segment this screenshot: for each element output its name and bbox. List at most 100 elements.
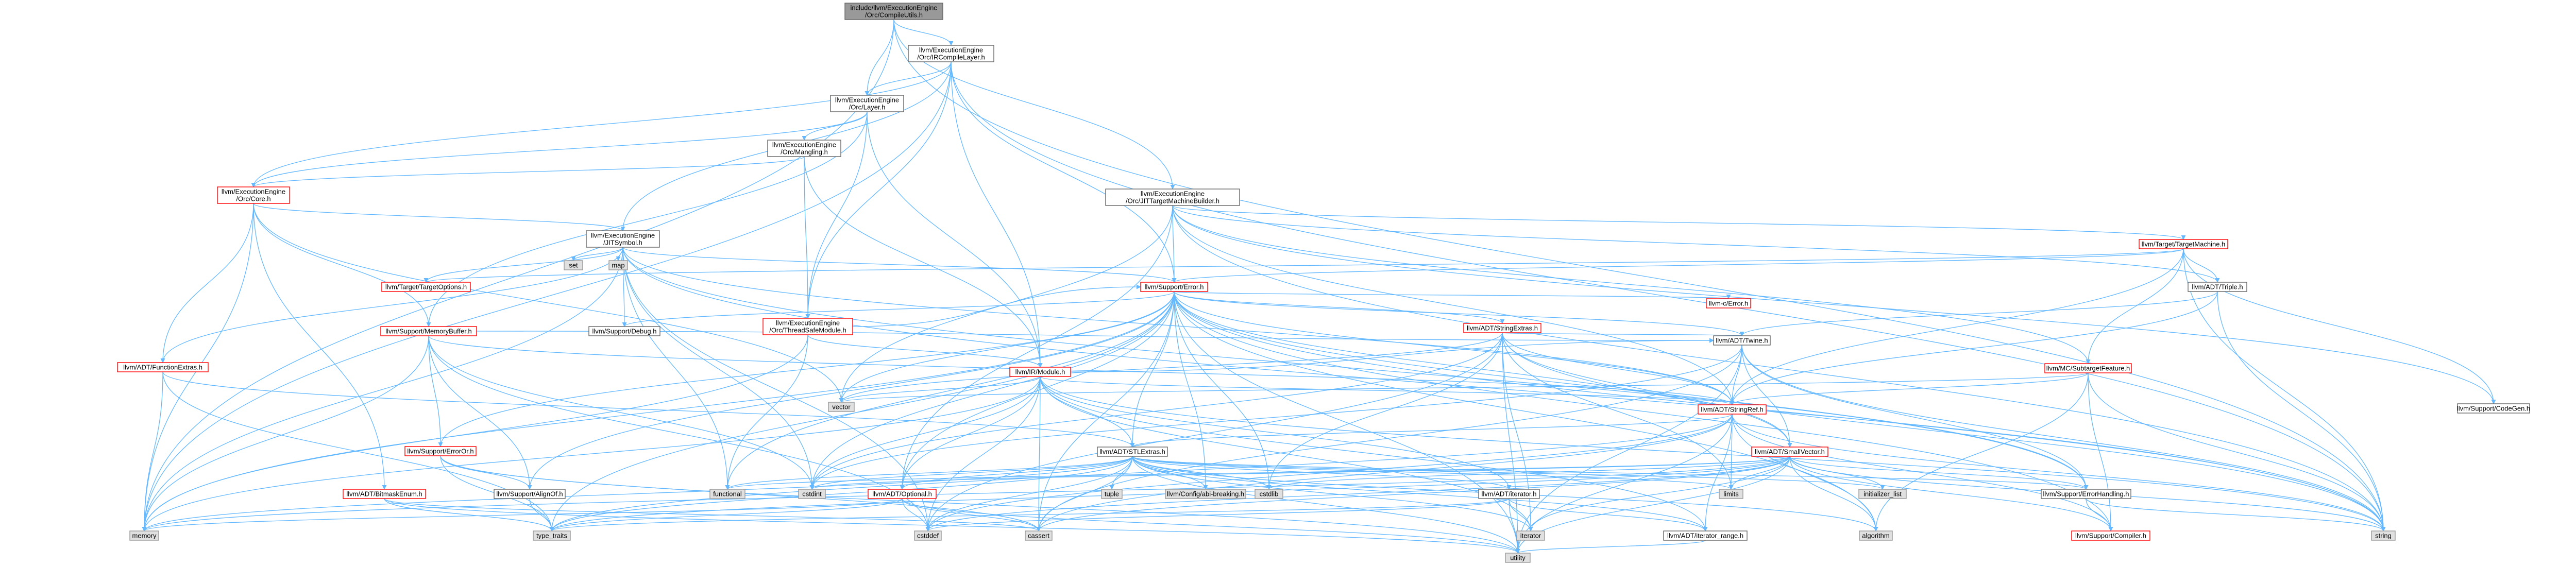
edge-ttm-to-string bbox=[2183, 248, 2386, 531]
edge-jitsym-to-tto bbox=[423, 247, 623, 283]
node-memory[interactable]: memory bbox=[129, 530, 159, 541]
node-llvm-adt-triple-h[interactable]: llvm/ADT/Triple.h bbox=[2188, 282, 2247, 292]
node-label: /Orc/CompileUtils.h bbox=[865, 11, 923, 19]
node-box bbox=[564, 260, 583, 270]
node-llvm-support-erroror-h[interactable]: llvm/Support/ErrorOr.h bbox=[404, 446, 477, 456]
edge-layer-to-mangling bbox=[802, 111, 868, 141]
edge-error-to-smallvec bbox=[1174, 291, 1792, 448]
node-box bbox=[828, 402, 855, 412]
node-llvm-adt-iterator-range-h[interactable]: llvm/ADT/iterator_range.h bbox=[1663, 530, 1748, 541]
node-type-traits[interactable]: type_traits bbox=[533, 530, 571, 541]
node-llvm-ir-module-h[interactable]: llvm/IR/Module.h bbox=[1009, 367, 1071, 377]
node-llvm-adt-stringref-h[interactable]: llvm/ADT/StringRef.h bbox=[1698, 404, 1767, 415]
node-initializer-list[interactable]: initializer_list bbox=[1858, 489, 1907, 499]
node-llvm-support-compiler-h[interactable]: llvm/Support/Compiler.h bbox=[2071, 530, 2150, 541]
nodes-layer: include/llvm/ExecutionEngine/Orc/Compile… bbox=[117, 3, 2530, 563]
edge-iterator-to-iteratorstd bbox=[1509, 498, 1533, 531]
node-llvm-config-abi-breaking-h[interactable]: llvm/Config/abi-breaking.h bbox=[1165, 489, 1246, 499]
edge-optional-to-cstddef bbox=[902, 498, 930, 531]
edge-stringref-to-string bbox=[1732, 414, 2386, 531]
node-llvm-executionengine-orc-ircompilelayer-h[interactable]: llvm/ExecutionEngine/Orc/IRCompileLayer.… bbox=[908, 45, 994, 62]
edge-error-to-erroror bbox=[438, 291, 1175, 447]
node-label: llvm/Support/ErrorOr.h bbox=[407, 448, 473, 455]
node-tuple[interactable]: tuple bbox=[1101, 489, 1123, 499]
node-functional[interactable]: functional bbox=[709, 489, 745, 499]
edge-ircl-to-error bbox=[951, 61, 1177, 283]
node-cstddef[interactable]: cstddef bbox=[914, 530, 942, 541]
node-label: limits bbox=[1723, 490, 1739, 498]
node-llvm-mc-subtargetfeature-h[interactable]: llvm/MC/SubtargetFeature.h bbox=[2044, 363, 2132, 373]
node-box bbox=[1751, 447, 1828, 457]
node-llvm-support-error-h[interactable]: llvm/Support/Error.h bbox=[1140, 282, 1208, 292]
node-string[interactable]: string bbox=[2371, 530, 2396, 541]
node-set[interactable]: set bbox=[564, 260, 583, 270]
node-label: string bbox=[2375, 532, 2392, 540]
edge-core-to-mbuf bbox=[253, 203, 431, 327]
edge-smallvec-to-utility bbox=[1515, 456, 1790, 554]
edge-error-to-cassert bbox=[1036, 291, 1175, 531]
node-include-llvm-executionengine-orc-compileutils-h[interactable]: include/llvm/ExecutionEngine/Orc/Compile… bbox=[844, 3, 943, 20]
node-map[interactable]: map bbox=[608, 260, 628, 270]
node-llvm-executionengine-orc-threadsafemodule-h[interactable]: llvm/ExecutionEngine/Orc/ThreadSafeModul… bbox=[762, 318, 853, 335]
edge-subtarget-to-algorithm bbox=[1873, 372, 2089, 531]
edge-funcext-to-stlext bbox=[162, 371, 1135, 448]
node-label: llvm/ADT/SmallVector.h bbox=[1755, 448, 1825, 456]
node-llvm-executionengine-orc-layer-h[interactable]: llvm/ExecutionEngine/Orc/Layer.h bbox=[830, 95, 904, 112]
edge-ttm-to-codegen bbox=[2183, 248, 2496, 404]
node-box bbox=[494, 489, 566, 499]
node-label: initializer_list bbox=[1863, 490, 1902, 498]
node-algorithm[interactable]: algorithm bbox=[1859, 530, 1893, 541]
node-llvm-adt-stlextras-h[interactable]: llvm/ADT/STLExtras.h bbox=[1097, 447, 1168, 457]
node-llvm-executionengine-orc-mangling-h[interactable]: llvm/ExecutionEngine/Orc/Mangling.h bbox=[767, 140, 841, 157]
node-llvm-executionengine-orc-core-h[interactable]: llvm/ExecutionEngine/Orc/Core.h bbox=[217, 186, 290, 204]
edge-strext-to-twine bbox=[1502, 331, 1744, 336]
edge-error-to-errhandling bbox=[1174, 291, 2089, 490]
node-cstdlib[interactable]: cstdlib bbox=[1255, 489, 1283, 499]
node-limits[interactable]: limits bbox=[1719, 489, 1743, 499]
edge-smallvec-to-functional bbox=[725, 456, 1790, 490]
node-llvm-adt-smallvector-h[interactable]: llvm/ADT/SmallVector.h bbox=[1751, 447, 1828, 457]
node-vector[interactable]: vector bbox=[828, 402, 855, 412]
edge-error-to-functional bbox=[725, 291, 1175, 490]
node-llvm-adt-iterator-h[interactable]: llvm/ADT/iterator.h bbox=[1478, 489, 1540, 499]
edge-jitsym-to-debug bbox=[622, 247, 627, 327]
node-box bbox=[1140, 282, 1208, 292]
node-iterator[interactable]: iterator bbox=[1516, 530, 1545, 541]
node-llvm-executionengine-jitsymbol-h[interactable]: llvm/ExecutionEngine/JITSymbol.h bbox=[586, 230, 660, 248]
node-llvm-support-debug-h[interactable]: llvm/Support/Debug.h bbox=[588, 326, 660, 336]
node-box bbox=[1101, 489, 1123, 499]
node-label: llvm/Target/TargetOptions.h bbox=[385, 283, 467, 291]
edge-jtmb-to-ttm bbox=[1172, 205, 2186, 240]
node-box bbox=[586, 230, 660, 248]
node-cstdint[interactable]: cstdint bbox=[798, 489, 826, 499]
node-llvm-executionengine-orc-jittargetmachinebuilder-h[interactable]: llvm/ExecutionEngine/Orc/JITTargetMachin… bbox=[1105, 188, 1240, 206]
node-llvm-support-errorhandling-h[interactable]: llvm/Support/ErrorHandling.h bbox=[2041, 489, 2131, 499]
node-cassert[interactable]: cassert bbox=[1025, 530, 1053, 541]
node-llvm-c-error-h[interactable]: llvm-c/Error.h bbox=[1706, 298, 1751, 308]
edge-jtmb-to-subtarget bbox=[1172, 205, 2091, 364]
edge-jitsym-to-stringref bbox=[622, 247, 1735, 405]
node-llvm-support-alignof-h[interactable]: llvm/Support/AlignOf.h bbox=[494, 489, 566, 499]
node-llvm-support-codegen-h[interactable]: llvm/Support/CodeGen.h bbox=[2457, 403, 2530, 414]
node-llvm-adt-optional-h[interactable]: llvm/ADT/Optional.h bbox=[868, 489, 937, 499]
edge-mbuf-to-cstdint bbox=[428, 335, 815, 490]
node-box bbox=[1858, 489, 1907, 499]
node-box bbox=[117, 362, 209, 372]
node-llvm-target-targetmachine-h[interactable]: llvm/Target/TargetMachine.h bbox=[2139, 239, 2228, 249]
node-llvm-support-memorybuffer-h[interactable]: llvm/Support/MemoryBuffer.h bbox=[380, 326, 477, 336]
node-label: llvm/ADT/StringExtras.h bbox=[1467, 324, 1538, 332]
node-llvm-adt-twine-h[interactable]: llvm/ADT/Twine.h bbox=[1713, 335, 1771, 346]
node-llvm-target-targetoptions-h[interactable]: llvm/Target/TargetOptions.h bbox=[381, 282, 471, 292]
edge-jtmb-to-codegen bbox=[1172, 205, 2496, 404]
node-llvm-adt-functionextras-h[interactable]: llvm/ADT/FunctionExtras.h bbox=[117, 362, 209, 372]
edge-strext-to-cstddef bbox=[925, 332, 1503, 531]
node-box bbox=[1713, 335, 1771, 346]
node-box bbox=[1698, 404, 1767, 415]
node-utility[interactable]: utility bbox=[1505, 553, 1531, 563]
edge-root-to-string bbox=[893, 19, 2386, 531]
node-llvm-adt-stringextras-h[interactable]: llvm/ADT/StringExtras.h bbox=[1463, 323, 1541, 333]
node-label: llvm/ADT/Optional.h bbox=[872, 490, 932, 498]
node-llvm-adt-bitmaskenum-h[interactable]: llvm/ADT/BitmaskEnum.h bbox=[343, 489, 426, 499]
edge-jitsym-to-error bbox=[622, 247, 1177, 283]
edge-twine-to-errhandling bbox=[1741, 345, 2089, 490]
